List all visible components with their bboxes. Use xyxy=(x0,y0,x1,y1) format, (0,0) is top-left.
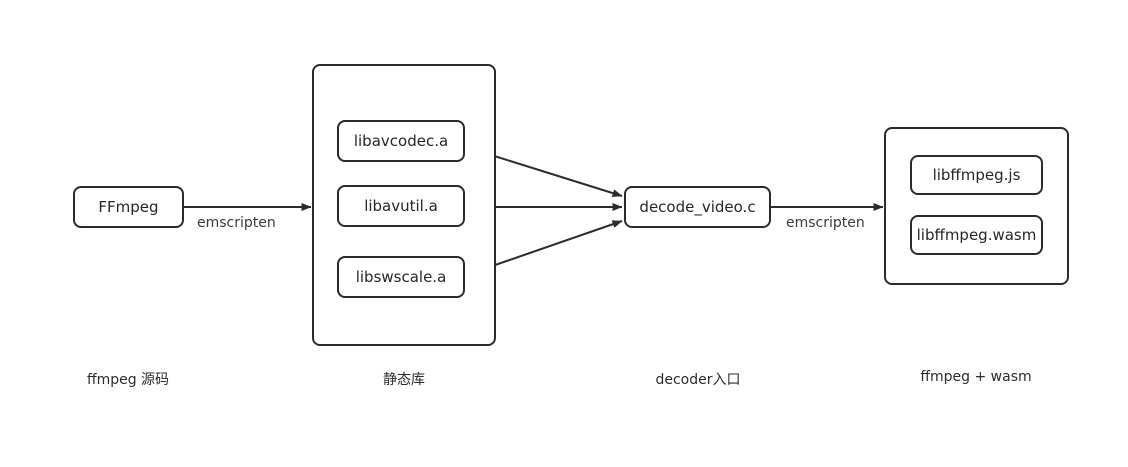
edge-libavcodec-to-decoder xyxy=(474,149,623,197)
node-libavcodec[interactable]: libavcodec.a xyxy=(337,120,465,162)
node-libffmpeg-wasm[interactable]: libffmpeg.wasm xyxy=(910,215,1043,255)
node-libavcodec-label: libavcodec.a xyxy=(353,131,449,150)
node-ffmpeg-source[interactable]: FFmpeg xyxy=(73,186,184,228)
node-libswscale[interactable]: libswscale.a xyxy=(337,256,465,298)
group-output-artifacts xyxy=(884,127,1069,285)
caption-decoder-entry: decoder入口 xyxy=(655,372,741,388)
node-libffmpeg-wasm-label: libffmpeg.wasm xyxy=(916,225,1037,244)
node-decode-video-label: decode_video.c xyxy=(639,197,756,216)
caption-ffmpeg-source: ffmpeg 源码 xyxy=(86,372,170,388)
node-libffmpeg-js[interactable]: libffmpeg.js xyxy=(910,155,1043,195)
edge-libswscale-to-decoder xyxy=(474,220,623,273)
caption-static-libraries: 静态库 xyxy=(383,372,425,388)
node-libavutil[interactable]: libavutil.a xyxy=(337,185,465,227)
node-decode-video[interactable]: decode_video.c xyxy=(624,186,771,228)
edge-label-decoder-to-output: emscripten xyxy=(786,215,865,231)
node-libffmpeg-js-label: libffmpeg.js xyxy=(932,165,1021,184)
node-ffmpeg-source-label: FFmpeg xyxy=(98,197,159,216)
node-libswscale-label: libswscale.a xyxy=(355,267,447,286)
node-libavutil-label: libavutil.a xyxy=(364,196,438,215)
edge-label-source-to-static-libs: emscripten xyxy=(197,215,276,231)
caption-output-artifacts: ffmpeg + wasm xyxy=(920,369,1032,385)
